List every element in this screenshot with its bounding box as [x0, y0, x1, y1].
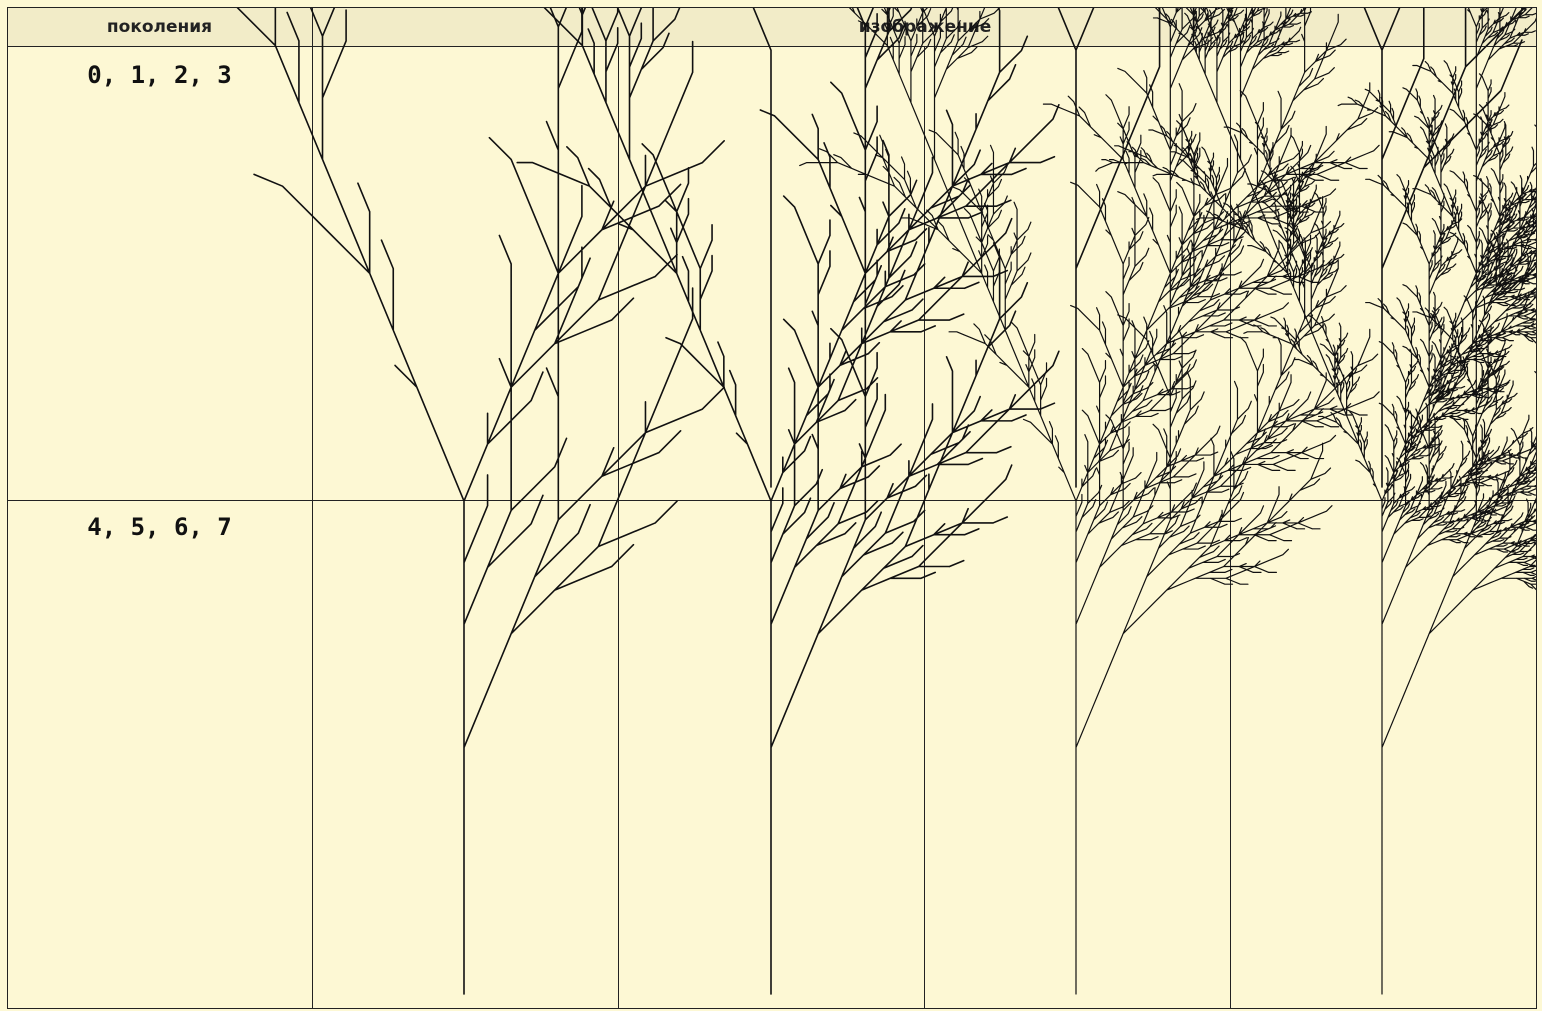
tree-drawings — [7, 7, 1537, 1009]
tree-generation-1 — [687, 7, 771, 487]
tree-branches-generation-3 — [1010, 7, 1537, 487]
fractal-generations-table: поколения изображение 0, 1, 2, 3 4, 5, 6… — [7, 7, 1537, 1009]
tree-generation-3 — [1010, 7, 1537, 487]
tree-branches-generation-1 — [687, 7, 771, 487]
